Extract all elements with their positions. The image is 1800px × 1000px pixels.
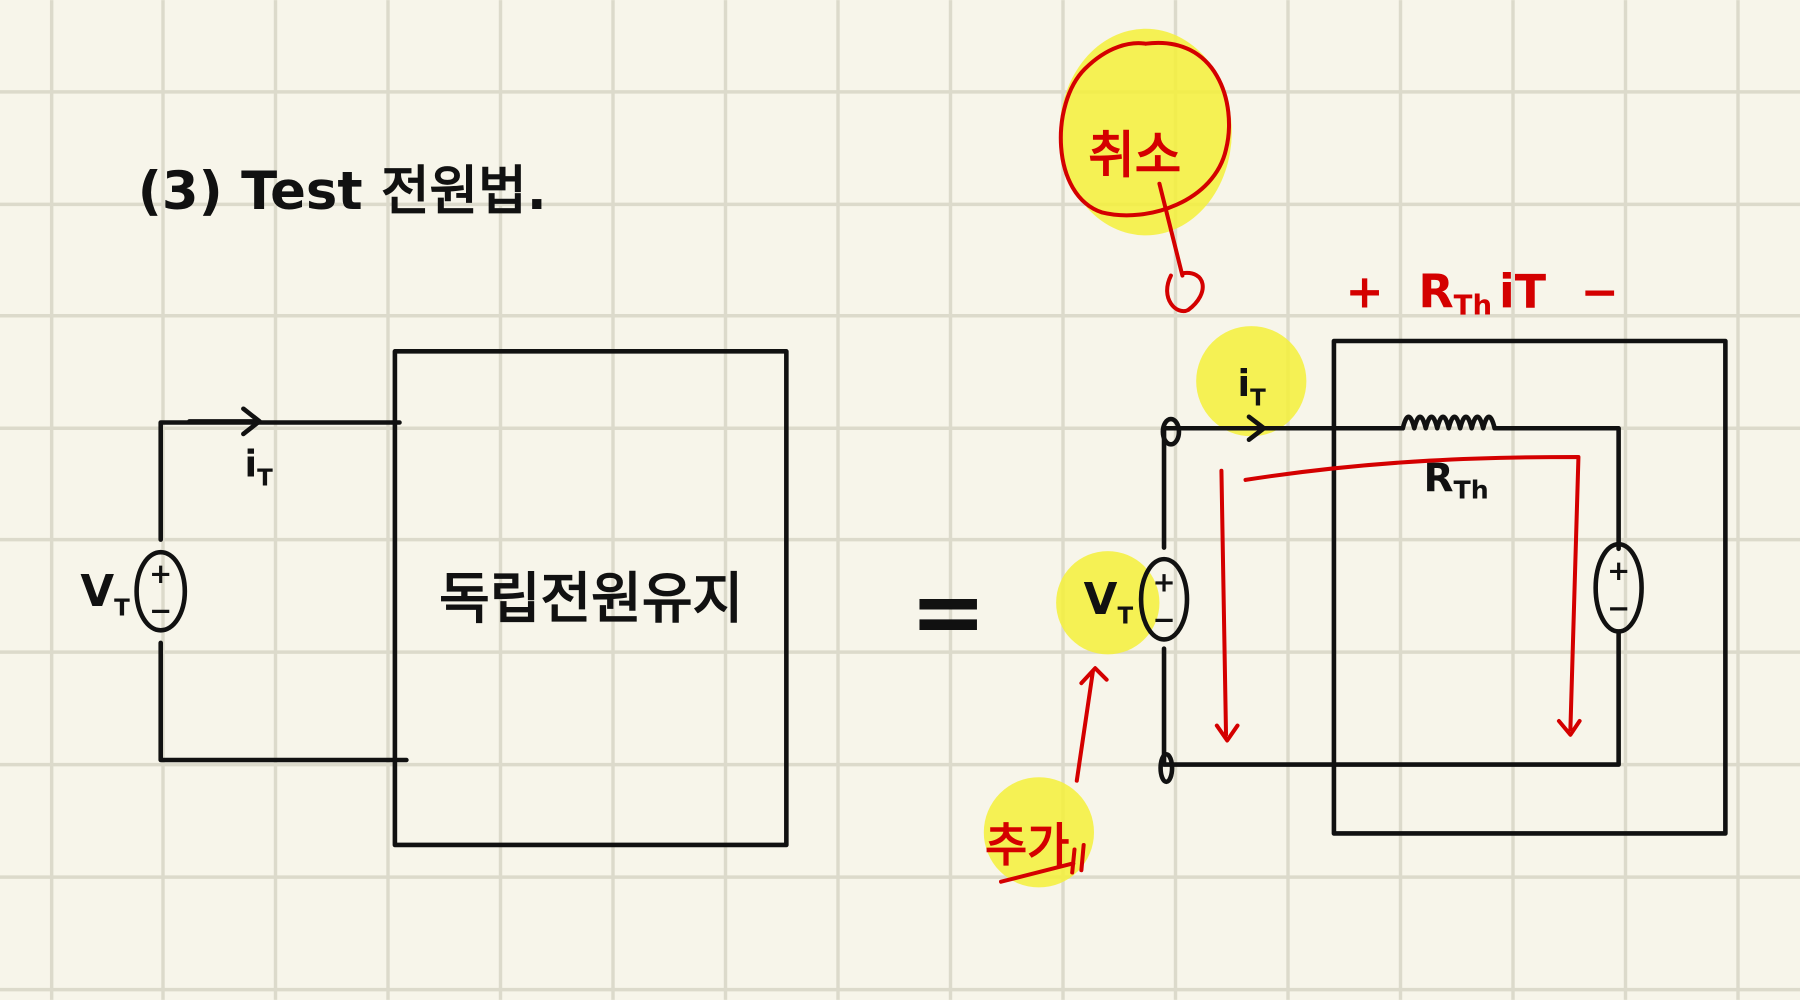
highlights [983,28,1307,888]
svg-text:−: − [1607,593,1630,625]
left-circuit: + − VT iT 독립전원유지 [80,349,789,848]
source-label: VT [80,567,130,621]
highlight-source [1056,551,1160,655]
svg-text:+: + [1607,555,1630,587]
svg-text:+: + [1152,566,1175,598]
remove-annotation: 취소 [1088,125,1181,184]
add-underline [999,842,1086,884]
add-pointer-arrow [1074,666,1109,783]
highlight-current [1196,326,1307,437]
right-circuit: iT RTh + − VT + − [1084,338,1728,836]
loop-arrow-right [1243,454,1582,737]
add-annotation: 추가 [985,818,1069,872]
terminal-bottom [1158,751,1175,785]
current-arrow [187,406,262,437]
remove-pointer-arrow [1157,181,1205,314]
current-label: iT [1238,362,1267,411]
source-label: VT [1084,575,1134,629]
network-box-label: 독립전원유지 [439,567,743,631]
equals-sign: = [910,558,987,665]
svg-text:−: − [149,595,172,627]
test-voltage-source-icon [1138,556,1190,642]
resistor-icon [1400,414,1497,431]
internal-source-icon [1593,541,1644,634]
page-title: (3) Test 전원법. [138,161,547,222]
highlight-remove [1059,28,1232,236]
remove-circle [1058,40,1231,218]
current-label: iT [245,442,274,491]
voltage-source-icon [134,549,188,633]
current-arrow [1191,414,1267,443]
highlight-add [983,777,1095,888]
svg-text:−: − [1152,604,1175,636]
terminal-top [1160,416,1182,447]
svg-text:+: + [149,558,172,590]
loop-arrow-left [1214,468,1240,743]
thevenin-box [1331,338,1728,836]
network-box [392,349,789,848]
resistor-label: RTh [1423,456,1488,504]
